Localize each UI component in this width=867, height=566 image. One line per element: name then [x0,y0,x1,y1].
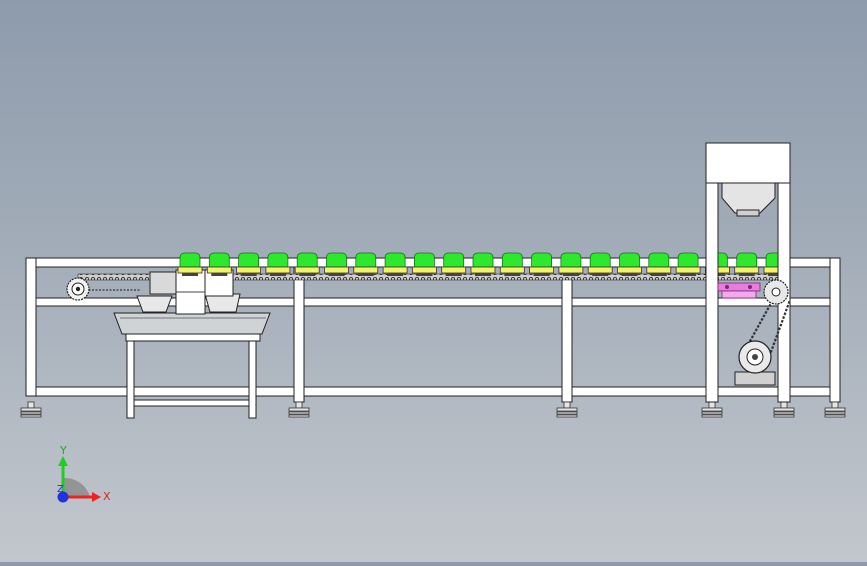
foot-6 [824,401,846,418]
foot-2 [288,401,310,418]
carrier-pod [265,252,291,276]
table-leg-right [248,340,257,419]
carrier-pod [529,252,554,276]
carrier-pod [470,252,496,276]
tower-post-left [705,182,719,403]
carrier-pod [206,252,232,276]
feed-funnel [721,182,776,214]
table-top [125,333,261,342]
discharge-tray [113,312,271,335]
leveling-feet [20,401,846,418]
carrier-pod [558,252,584,276]
foot-1 [20,401,42,418]
table-leg-left [126,340,135,419]
carrier-pod [382,252,408,276]
z-axis-icon [57,491,69,503]
chute-left [136,295,173,313]
leg-left [25,257,37,397]
carrier-pod [441,252,467,276]
leg-mid-2 [561,266,573,403]
carrier-pod [177,252,203,276]
carrier-pod [646,252,672,276]
discharge-table [125,333,261,419]
triad-arc [64,477,90,497]
carrier-pod [324,252,349,276]
foot-5 [773,401,795,418]
z-axis-label: Z [57,484,64,495]
drive-unit [734,279,792,386]
y-axis-label: Y [59,444,67,457]
chute-right [204,293,241,313]
carrier-row [177,252,789,276]
leg-right [829,257,841,403]
carrier-pod [675,252,701,276]
foot-3 [556,401,578,418]
foot-4 [701,401,723,418]
carrier-pod [411,252,437,276]
discharge-hopper [136,269,241,315]
carrier-pod [617,252,642,276]
carrier-pod [294,252,320,276]
hopper-housing [149,271,179,295]
drive-chain [743,295,792,361]
carrier-pod [236,252,262,276]
idler-sprocket [66,277,90,301]
carrier-pod [353,252,379,276]
motor-base [734,371,776,386]
coordinate-triad: Y X Z [57,444,111,503]
chain-tensioner [717,282,761,299]
funnel-outlet [736,209,760,217]
table-crossbar [133,399,250,407]
feed-hopper-box [705,142,791,184]
leg-mid-1 [293,266,305,403]
carrier-pod [587,252,613,276]
x-axis-label: X [103,490,111,503]
carrier-pod [499,252,525,276]
carrier-pod [734,252,760,276]
